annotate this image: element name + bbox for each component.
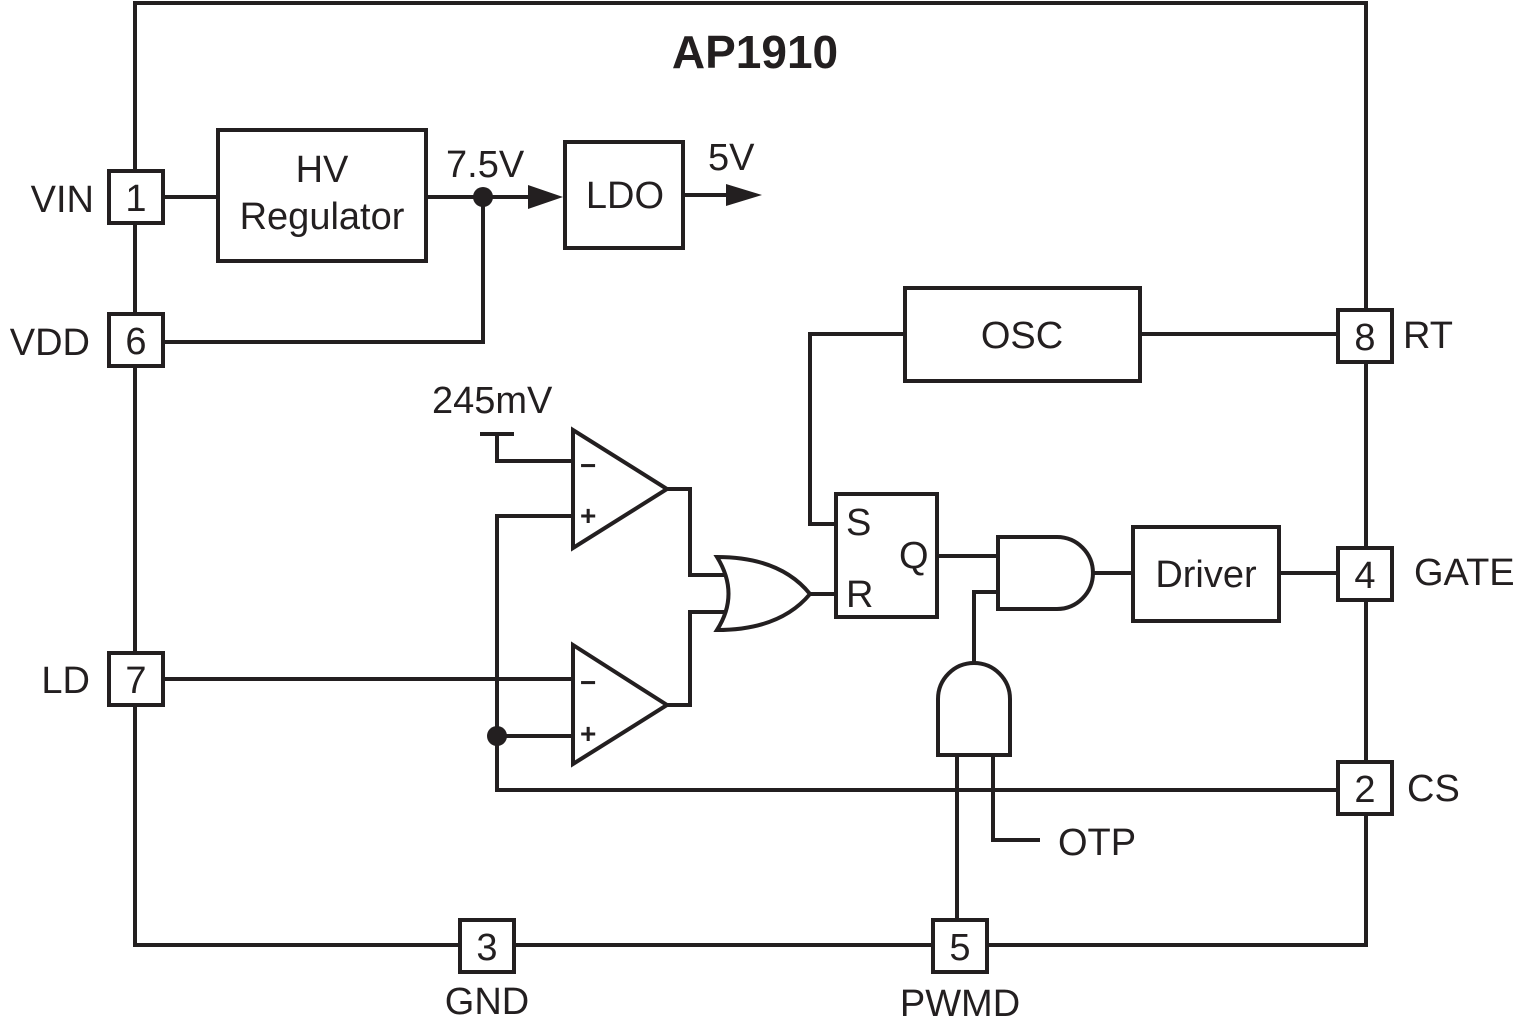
pin-pwmd-name: PWMD <box>900 983 1020 1020</box>
comparator-2-plus-sign: + <box>580 718 596 749</box>
pin-2-number: 2 <box>1354 769 1375 811</box>
pin-3-number: 3 <box>476 927 497 969</box>
pin-3-box <box>458 918 516 974</box>
comparator-1-plus-sign: + <box>580 500 596 531</box>
latch-r-label: R <box>846 574 873 616</box>
voltage-7-5v-label: 7.5V <box>446 144 525 186</box>
pin-8-box <box>1336 308 1394 364</box>
junction-dot <box>487 726 507 746</box>
pin-rt-name: RT <box>1403 315 1453 357</box>
osc-block <box>903 286 1142 383</box>
pin-1-number: 1 <box>125 178 146 220</box>
pin-gnd-name: GND <box>445 981 529 1020</box>
pin-6-number: 6 <box>125 321 146 363</box>
comparator-2 <box>571 641 671 768</box>
chip-title: AP1910 <box>672 26 838 78</box>
sr-latch-block <box>834 492 939 619</box>
junction-dot <box>473 187 493 207</box>
pin-2-box <box>1336 760 1394 816</box>
driver-block <box>1131 525 1281 623</box>
and-gate-2 <box>936 661 1012 757</box>
driver-label: Driver <box>1155 554 1257 596</box>
voltage-5v-label: 5V <box>708 137 755 179</box>
pin-8-number: 8 <box>1354 317 1375 359</box>
pin-6-box <box>107 312 165 368</box>
latch-q-label: Q <box>899 535 929 577</box>
comparator-1 <box>571 426 671 552</box>
pin-ld-name: LD <box>41 660 90 702</box>
chip-outline <box>133 1 1368 947</box>
pin-7-number: 7 <box>125 660 146 702</box>
pin-cs-name: CS <box>1407 768 1460 810</box>
wires <box>163 193 1338 920</box>
pin-gate-name: GATE <box>1414 552 1515 594</box>
arrow-icon <box>726 184 762 206</box>
ldo-block <box>563 140 685 250</box>
hv-regulator-label-line1: HV <box>296 149 349 191</box>
osc-label: OSC <box>981 315 1063 357</box>
reference-245mv-label: 245mV <box>432 380 553 422</box>
pin-7-box <box>107 651 165 707</box>
pin-4-number: 4 <box>1354 555 1375 597</box>
latch-s-label: S <box>846 502 871 544</box>
pin-vdd-name: VDD <box>10 322 90 364</box>
pin-4-box <box>1336 546 1394 602</box>
or-gate <box>713 554 813 633</box>
comparator-2-minus-sign: − <box>580 667 596 698</box>
and-gate-1 <box>996 535 1095 611</box>
ldo-label: LDO <box>586 175 664 217</box>
hv-regulator-label-line2: Regulator <box>240 196 405 238</box>
pin-5-box <box>931 918 989 974</box>
arrow-icon <box>528 185 563 209</box>
pin-5-number: 5 <box>949 927 970 969</box>
otp-label: OTP <box>1058 822 1136 864</box>
comparator-1-minus-sign: − <box>580 450 596 481</box>
pin-vin-name: VIN <box>31 179 94 221</box>
hv-regulator-block <box>216 128 428 263</box>
pin-1-box <box>107 169 165 225</box>
